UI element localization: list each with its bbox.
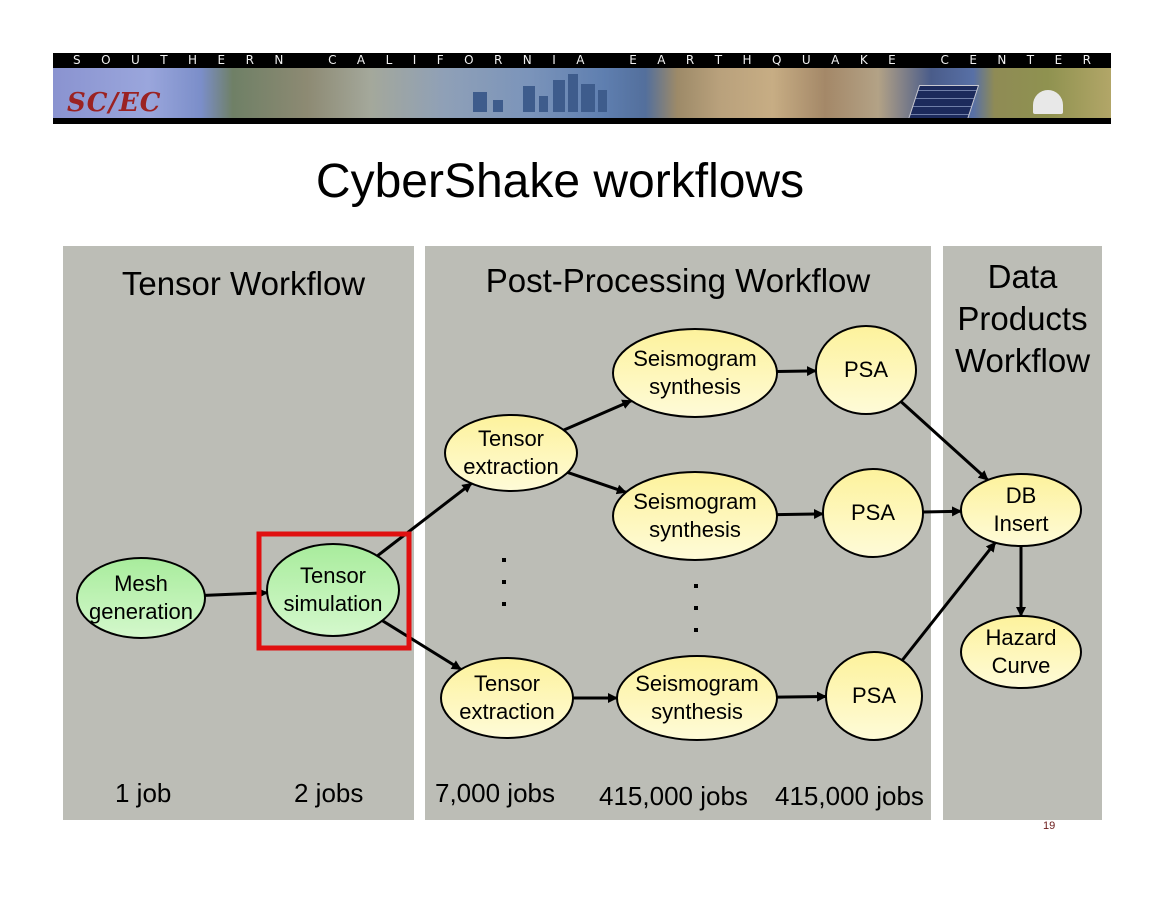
banner-letter: O xyxy=(464,53,474,67)
banner-letter: R xyxy=(245,53,254,67)
node-ss3 xyxy=(616,655,778,741)
banner-letter: A xyxy=(356,53,366,67)
banner-letter: U xyxy=(130,53,140,67)
banner-letter: A xyxy=(831,53,840,67)
job-count-seismogram: 415,000 jobs xyxy=(599,781,748,811)
arrow-ss1-to-psa1 xyxy=(776,366,818,377)
banner-letter: R xyxy=(685,53,695,67)
node-mesh xyxy=(76,557,206,639)
arrow-tsim-to-tex2 xyxy=(381,619,462,671)
banner-letter: E xyxy=(969,53,977,67)
banner-letter: T xyxy=(714,53,723,67)
node-tex1 xyxy=(444,414,578,492)
ellipsis-dots-extraction xyxy=(502,558,506,606)
arrow-psa1-to-db xyxy=(899,400,989,482)
banner-letter: C xyxy=(328,53,337,67)
arrow-tex1-to-ss2 xyxy=(567,471,627,495)
banner-letter: T xyxy=(160,53,168,67)
node-psa1 xyxy=(815,325,917,415)
banner-letter: E xyxy=(217,53,226,67)
node-tex2 xyxy=(440,657,574,739)
arrow-tsim-to-tex1 xyxy=(376,482,473,558)
banner-letter: N xyxy=(274,53,284,67)
banner-letter: R xyxy=(494,53,503,67)
banner-letter: R xyxy=(1082,53,1091,67)
post-processing-workflow-title: Post-Processing Workflow xyxy=(485,262,871,299)
banner-letter: E xyxy=(1054,53,1063,67)
job-count-psa: 415,000 jobs xyxy=(775,781,924,811)
banner-letter: K xyxy=(859,53,868,67)
page-number: 19 xyxy=(1043,820,1056,832)
banner-letter: N xyxy=(997,53,1007,67)
banner-letter: L xyxy=(385,53,393,67)
banner-letter: T xyxy=(1026,53,1035,67)
banner-letter: H xyxy=(188,53,198,67)
highlight-box xyxy=(256,531,412,651)
arrow-ss2-to-psa2 xyxy=(776,508,825,519)
banner-letter: N xyxy=(522,53,532,67)
job-count-tensor-extraction: 7,000 jobs xyxy=(435,778,555,808)
scec-banner: S O U T H E R N C A L I F O R N I A E A R T H Q U A K E C E N T E R SC… xyxy=(53,53,1111,124)
ellipsis-dots-synthesis xyxy=(694,584,698,632)
node-psa3 xyxy=(825,651,923,741)
banner-letter: U xyxy=(801,53,811,67)
banner-letter: I xyxy=(412,53,417,67)
banner-photo-strip: SC/EC xyxy=(53,68,1111,123)
banner-letter: S xyxy=(73,53,81,67)
arrow-tex1-to-ss1 xyxy=(563,399,633,432)
tensor-workflow-title: Tensor Workflow xyxy=(121,265,366,302)
job-count-tensor-simulation: 2 jobs xyxy=(294,778,364,808)
node-psa2 xyxy=(822,468,924,558)
gps-dome-image xyxy=(1033,90,1063,114)
banner-letter: A xyxy=(657,53,666,67)
node-ss2 xyxy=(612,471,778,561)
banner-letter: Q xyxy=(771,53,782,67)
banner-letter: E xyxy=(629,53,637,67)
scec-logo: SC/EC xyxy=(67,88,162,118)
job-count-mesh: 1 job xyxy=(115,778,172,808)
node-tsim xyxy=(266,543,400,637)
arrow-psa3-to-db xyxy=(900,541,997,662)
banner-letter: O xyxy=(101,53,111,67)
banner-letter: I xyxy=(552,53,556,67)
banner-letter: F xyxy=(436,53,444,67)
node-ss1 xyxy=(612,328,778,418)
banner-letter: C xyxy=(940,53,949,67)
banner-letter: A xyxy=(576,53,585,67)
data-products-workflow-title: Data Products Workflow xyxy=(954,258,1091,379)
arrow-ss3-to-psa3 xyxy=(776,691,828,702)
node-hazard xyxy=(960,615,1082,689)
banner-letter: H xyxy=(742,53,752,67)
slide-title: CyberShake workflows xyxy=(315,155,805,208)
node-db xyxy=(960,473,1082,547)
banner-letter: E xyxy=(888,53,896,67)
arrow-psa2-to-db xyxy=(922,506,963,517)
